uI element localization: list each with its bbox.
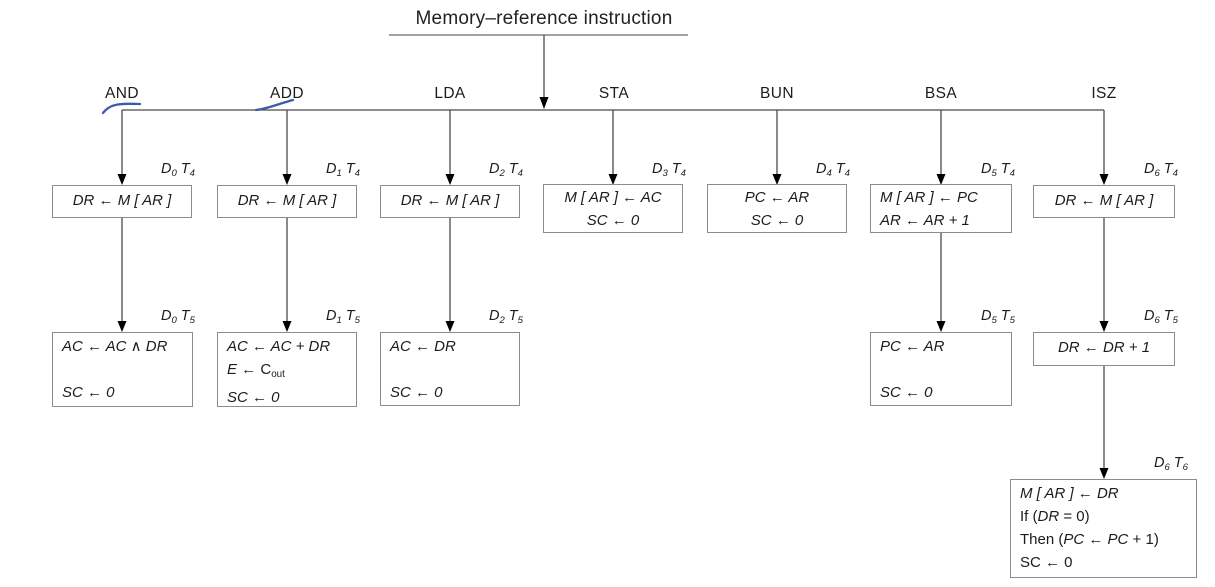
branch-label-lda: LDA <box>434 85 466 102</box>
microop-box-and-t5: AC ← AC ∧ DR SC ← 0 <box>52 332 193 407</box>
box-line: DR ← M [ AR ] <box>237 192 337 209</box>
branch-label-and: AND <box>105 85 139 102</box>
box-line: E ← Cout <box>227 361 285 380</box>
branch-label-bsa: BSA <box>924 85 958 102</box>
box-line: SC ← 0 <box>62 384 115 401</box>
microop-box-isz-t4: DR ← M [ AR ] <box>1033 185 1175 218</box>
wires <box>121 34 1105 470</box>
timing-label-d4t4: D4 T4 <box>815 161 850 179</box>
microop-box-add-t4: DR ← M [ AR ] <box>217 185 357 218</box>
timing-label-d1t5: D1 T5 <box>325 308 360 326</box>
timing-label-d5t5: D5 T5 <box>980 308 1015 326</box>
microop-box-sta-t4: M [ AR ] ← AC SC ← 0 <box>543 184 683 233</box>
box-line: DR ← DR + 1 <box>1057 339 1151 356</box>
box-line: M [ AR ] ← AC <box>564 189 662 206</box>
timing-label-d3t4: D3 T4 <box>651 161 686 179</box>
microop-box-add-t5: AC ← AC + DR E ← Cout SC ← 0 <box>217 332 357 407</box>
timing-label-d5t4: D5 T4 <box>980 161 1015 179</box>
microop-box-bun-t4: PC ← AR SC ← 0 <box>707 184 847 233</box>
box-line: SC ← 0 <box>1020 554 1073 571</box>
microop-box-bsa-t4: M [ AR ] ← PC AR ← AR + 1 <box>870 184 1012 233</box>
box-line: AR ← AR + 1 <box>880 212 970 229</box>
timing-label-d2t5: D2 T5 <box>488 308 523 326</box>
diagram-title: Memory–reference instruction <box>415 8 673 29</box>
branch-label-add: ADD <box>270 85 304 102</box>
box-line <box>381 358 519 381</box>
microop-box-isz-t6: M [ AR ] ← DR If (DR = 0) Then (PC ← PC … <box>1010 479 1197 578</box>
box-line: If (DR = 0) <box>1020 508 1090 525</box>
branch-label-bun: BUN <box>760 85 794 102</box>
timing-label-d0t5: D0 T5 <box>160 308 195 326</box>
branch-label-isz: ISZ <box>1091 85 1117 102</box>
box-line: Then (PC ← PC + 1) <box>1020 531 1159 548</box>
box-line: SC ← 0 <box>227 388 280 406</box>
timing-label-d6t6: D6 T6 <box>1153 455 1188 473</box>
box-line <box>871 358 1011 381</box>
box-line: SC ← 0 <box>880 384 933 401</box>
box-line: SC ← 0 <box>750 212 804 229</box>
microop-box-lda-t4: DR ← M [ AR ] <box>380 185 520 218</box>
pen-annotations <box>101 98 295 115</box>
arrowheads <box>117 97 1109 479</box>
microop-box-lda-t5: AC ← DR SC ← 0 <box>380 332 520 406</box>
box-line: M [ AR ] ← DR <box>1020 485 1119 502</box>
box-line: PC ← AR <box>744 189 810 206</box>
branch-label-sta: STA <box>598 85 630 102</box>
microop-box-isz-t5: DR ← DR + 1 <box>1033 332 1175 366</box>
box-line: PC ← AR <box>880 338 945 355</box>
pen-underline-add <box>254 98 295 112</box>
box-line: AC ← AC + DR <box>227 338 331 355</box>
timing-label-d6t5: D6 T5 <box>1143 308 1178 326</box>
arrowhead <box>539 97 549 109</box>
box-line <box>53 358 192 381</box>
timing-label-d0t4: D0 T4 <box>160 161 195 179</box>
microop-box-and-t4: DR ← M [ AR ] <box>52 185 192 218</box>
box-line: SC ← 0 <box>390 384 443 401</box>
timing-label-d1t4: D1 T4 <box>325 161 360 179</box>
box-line: M [ AR ] ← PC <box>880 189 978 206</box>
box-line: SC ← 0 <box>586 212 640 229</box>
box-line: AC ← AC ∧ DR <box>62 338 168 355</box>
microop-box-bsa-t5: PC ← AR SC ← 0 <box>870 332 1012 406</box>
box-line: AC ← DR <box>390 338 456 355</box>
box-line: DR ← M [ AR ] <box>400 192 500 209</box>
pen-check-mark-and <box>101 102 142 115</box>
timing-label-d6t4: D6 T4 <box>1143 161 1178 179</box>
box-line: DR ← M [ AR ] <box>1054 192 1154 209</box>
box-line: DR ← M [ AR ] <box>72 192 172 209</box>
timing-label-d2t4: D2 T4 <box>488 161 523 179</box>
